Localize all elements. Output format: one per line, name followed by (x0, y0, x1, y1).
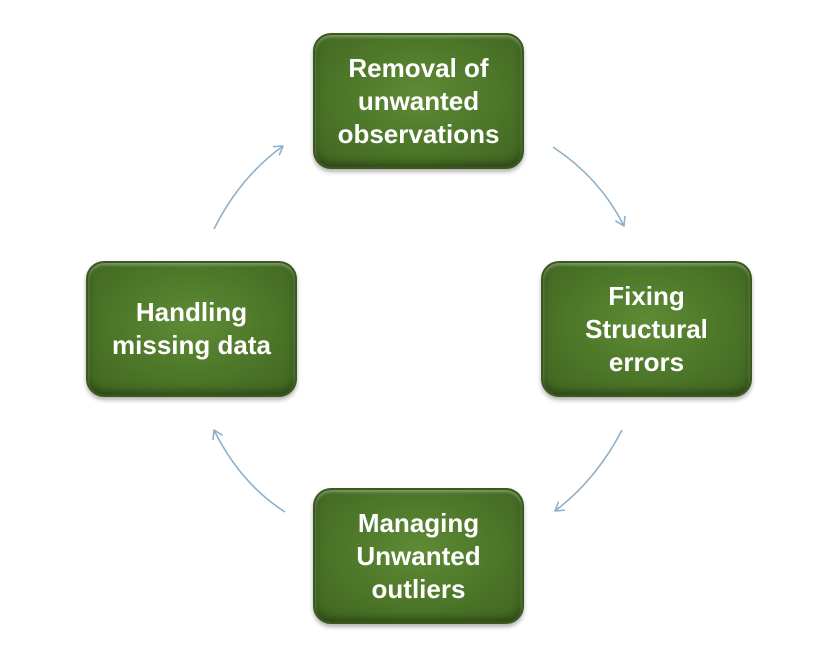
arrow-left-to-top (213, 145, 284, 230)
arrow-top-to-right (552, 146, 626, 227)
arrow-right-to-bottom (554, 429, 623, 512)
node-label: Removal of unwanted observations (337, 52, 500, 149)
node-removal-of-unwanted-observations[interactable]: Removal of unwanted observations (313, 33, 524, 169)
node-fixing-structural-errors[interactable]: Fixing Structural errors (541, 261, 752, 397)
node-handling-missing-data[interactable]: Handling missing data (86, 261, 297, 397)
node-label: Fixing Structural errors (585, 280, 708, 377)
node-label: Managing Unwanted outliers (356, 507, 481, 604)
node-label: Handling missing data (112, 297, 271, 360)
arrow-bottom-to-left (212, 429, 286, 513)
node-managing-unwanted-outliers[interactable]: Managing Unwanted outliers (313, 488, 524, 624)
